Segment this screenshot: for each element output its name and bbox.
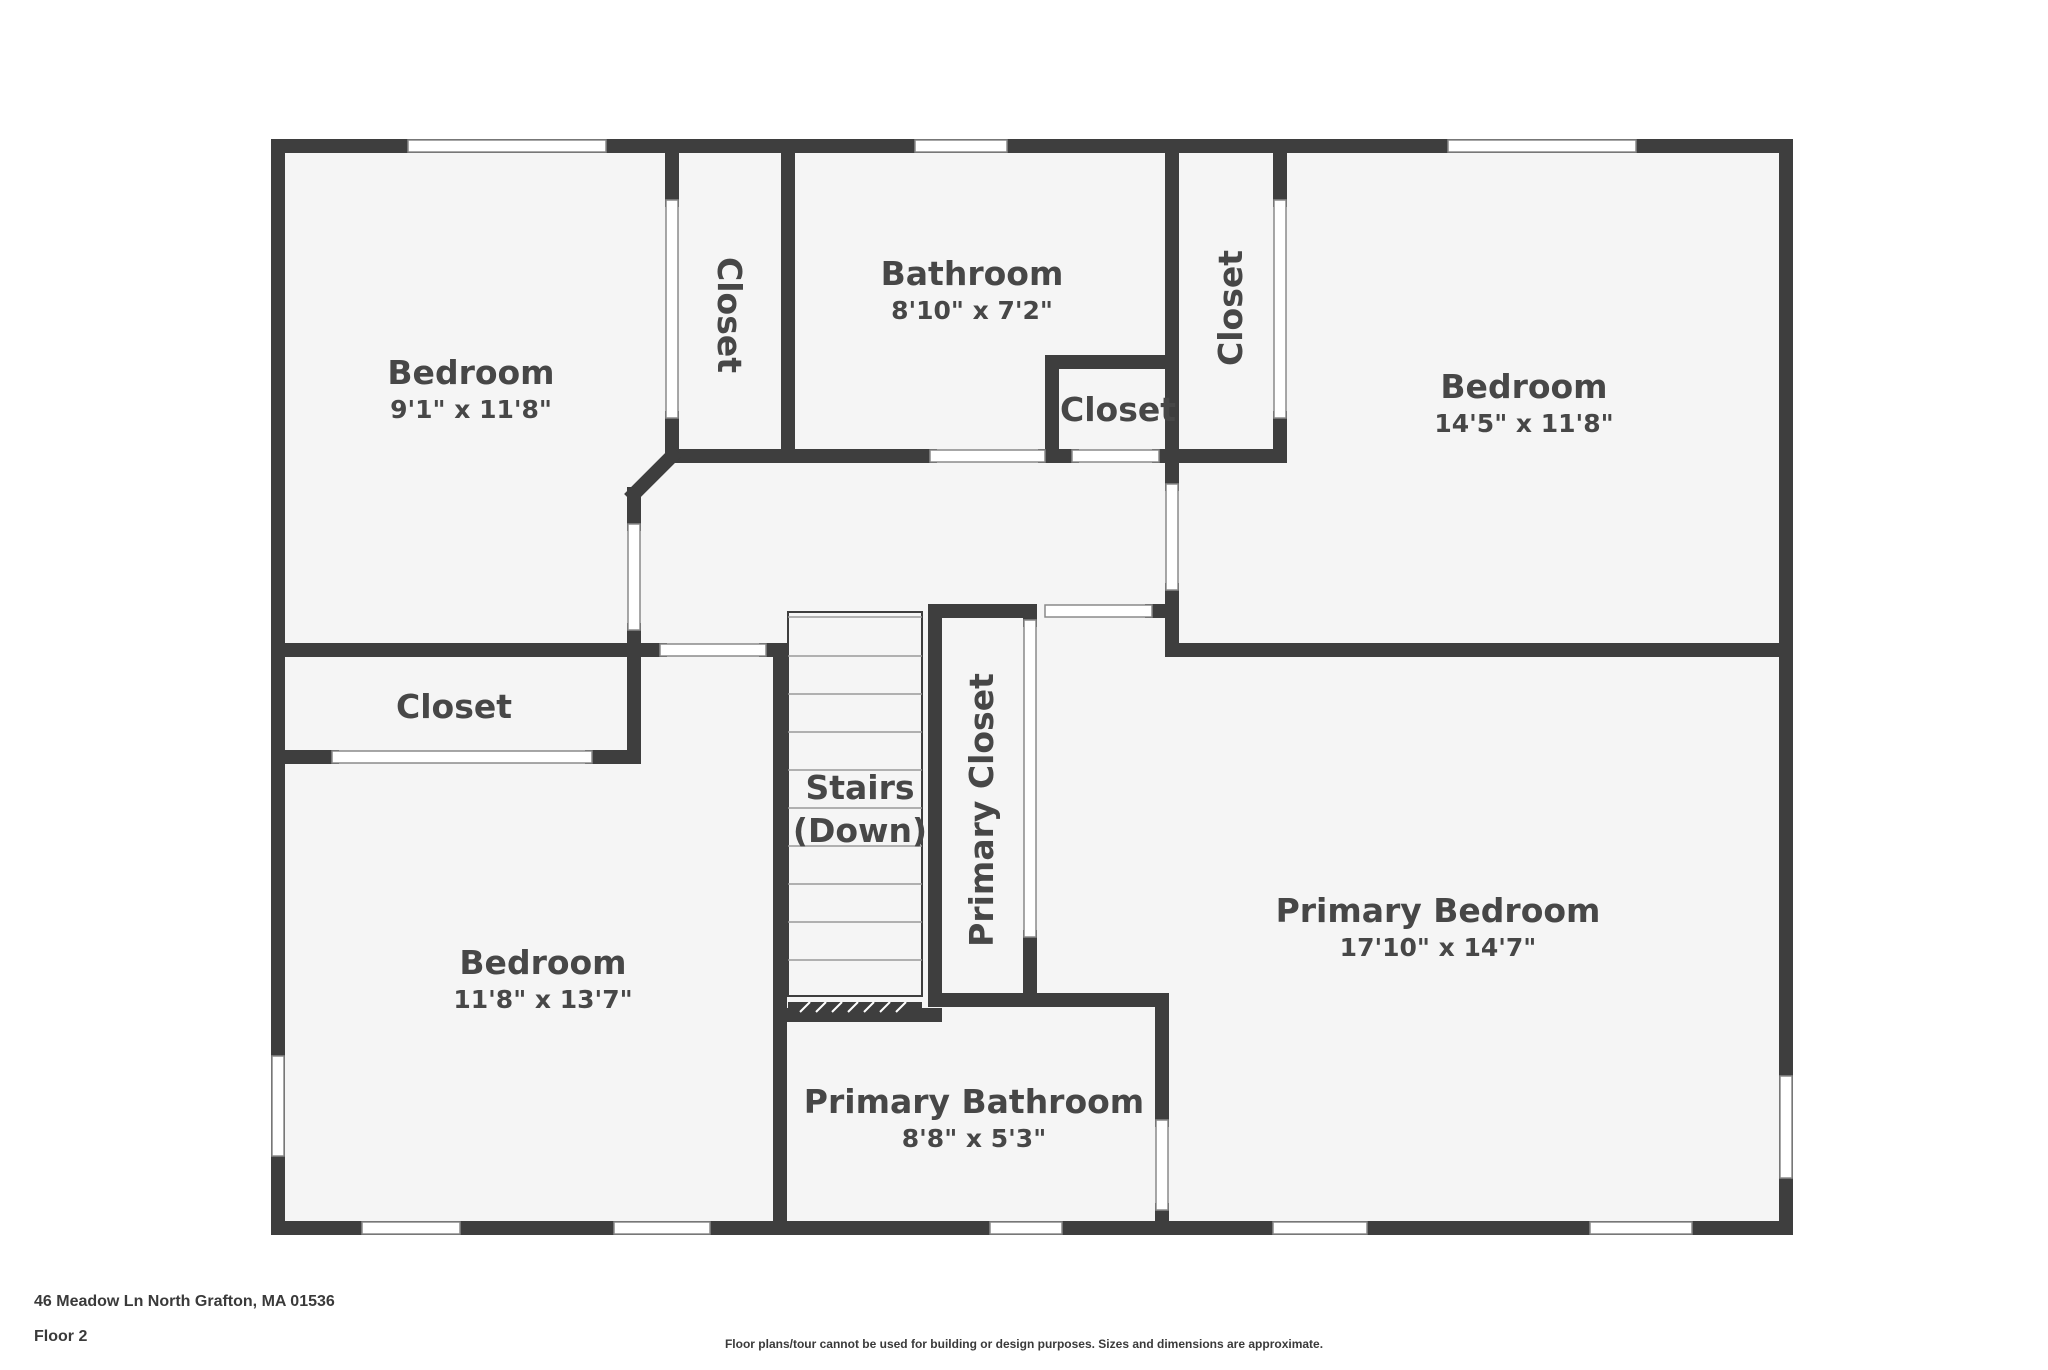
closet-bath-label: Closet: [1060, 390, 1176, 429]
closet-ne-label: Closet: [1211, 250, 1250, 366]
bedroom-sw-dims: 11'8" x 13'7": [453, 985, 632, 1014]
stairs-label-line1: Stairs: [805, 768, 914, 807]
bedroom-sw-name: Bedroom: [459, 943, 626, 982]
bathroom-dims: 8'10" x 7'2": [891, 296, 1053, 325]
primary-bathroom-name: Primary Bathroom: [804, 1082, 1144, 1121]
bedroom-nw-name: Bedroom: [387, 353, 554, 392]
bathroom-name: Bathroom: [881, 254, 1064, 293]
primary-bathroom-dims: 8'8" x 5'3": [902, 1124, 1046, 1153]
bedroom-ne-name: Bedroom: [1440, 367, 1607, 406]
closet-nw-label: Closet: [710, 257, 749, 373]
stairs-graphic: [787, 611, 923, 1013]
primary-bedroom-dims: 17'10" x 14'7": [1340, 933, 1537, 962]
floor-label: Floor 2: [34, 1328, 88, 1345]
disclaimer-text: Floor plans/tour cannot be used for buil…: [724, 1337, 1324, 1351]
openings: [271, 139, 1793, 1235]
walls: [271, 139, 1793, 1235]
bedroom-ne-dims: 14'5" x 11'8": [1434, 409, 1613, 438]
property-address: 46 Meadow Ln North Grafton, MA 01536: [34, 1293, 335, 1310]
bedroom-nw-dims: 9'1" x 11'8": [390, 395, 552, 424]
closet-w-label: Closet: [396, 687, 512, 726]
stairs-label-line2: (Down): [793, 811, 927, 850]
primary-bedroom-name: Primary Bedroom: [1276, 891, 1601, 930]
primary-closet-label: Primary Closet: [962, 673, 1001, 947]
